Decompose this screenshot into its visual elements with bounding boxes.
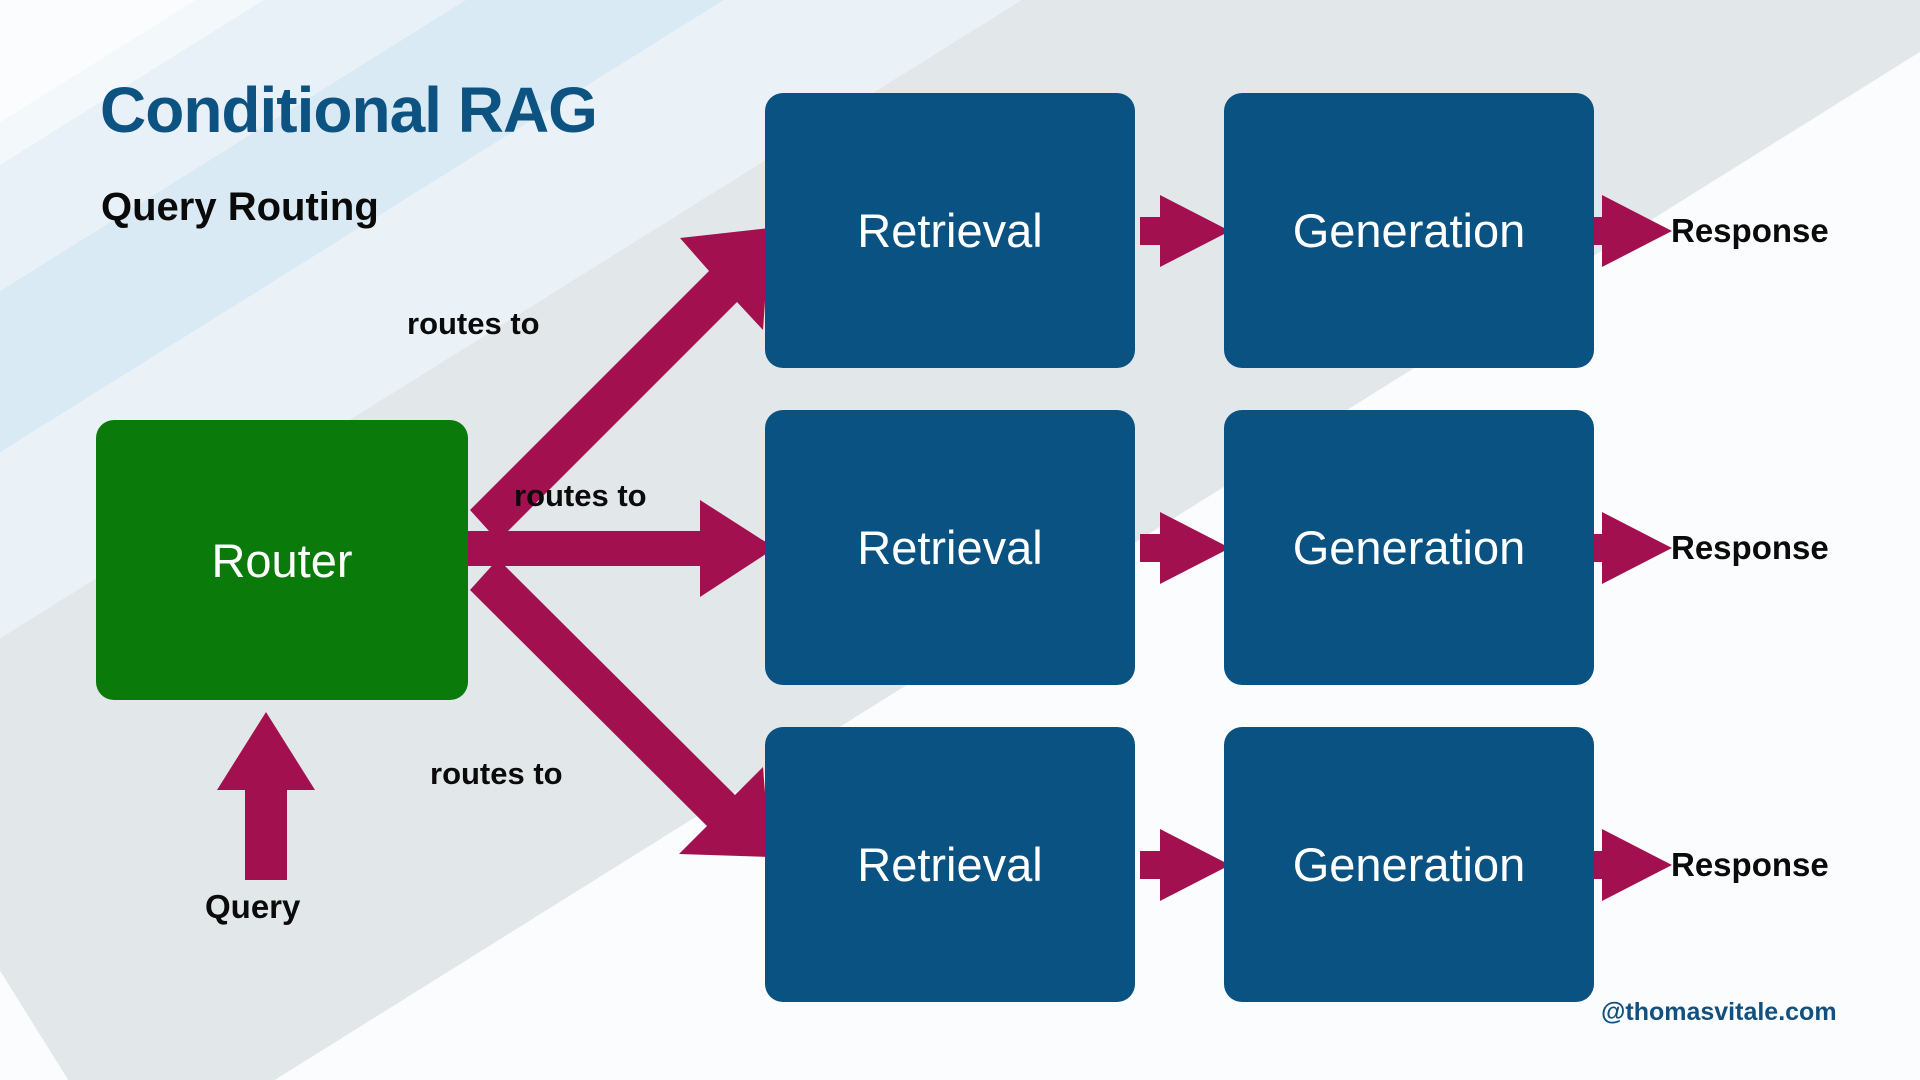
arrow-generation-to-response-2 [1590,512,1672,584]
node-generation-1-label: Generation [1292,204,1526,257]
node-retrieval-1[interactable]: Retrieval [765,93,1135,368]
output-label-response-3: Response [1671,846,1829,883]
node-retrieval-2-label: Retrieval [857,521,1043,574]
arrow-retrieval-to-generation-1 [1140,195,1230,267]
node-router[interactable]: Router [96,420,468,700]
page-title: Conditional RAG [100,74,598,146]
arrow-router-to-retrieval-2 [468,500,775,597]
node-generation-3-label: Generation [1292,838,1526,891]
edge-label-routes-to-2: routes to [514,478,647,513]
node-retrieval-1-label: Retrieval [857,204,1043,257]
arrow-retrieval-to-generation-2 [1140,512,1230,584]
input-label-query: Query [205,888,301,925]
watermark: @thomasvitale.com [1601,998,1837,1026]
arrow-retrieval-to-generation-3 [1140,829,1230,901]
arrow-generation-to-response-3 [1590,829,1672,901]
node-generation-1[interactable]: Generation [1224,93,1594,368]
node-generation-3[interactable]: Generation [1224,727,1594,1002]
node-retrieval-3[interactable]: Retrieval [765,727,1135,1002]
node-router-label: Router [211,533,353,587]
page-subtitle: Query Routing [101,185,379,229]
edge-label-routes-to-3: routes to [430,756,563,791]
arrow-router-to-retrieval-3 [470,559,770,857]
output-label-response-2: Response [1671,529,1829,566]
node-generation-2[interactable]: Generation [1224,410,1594,685]
edge-label-routes-to-1: routes to [407,306,540,341]
node-retrieval-3-label: Retrieval [857,838,1043,891]
arrow-generation-to-response-1 [1590,195,1672,267]
arrow-query-to-router [217,712,315,880]
node-generation-2-label: Generation [1292,521,1526,574]
node-retrieval-2[interactable]: Retrieval [765,410,1135,685]
output-label-response-1: Response [1671,212,1829,249]
